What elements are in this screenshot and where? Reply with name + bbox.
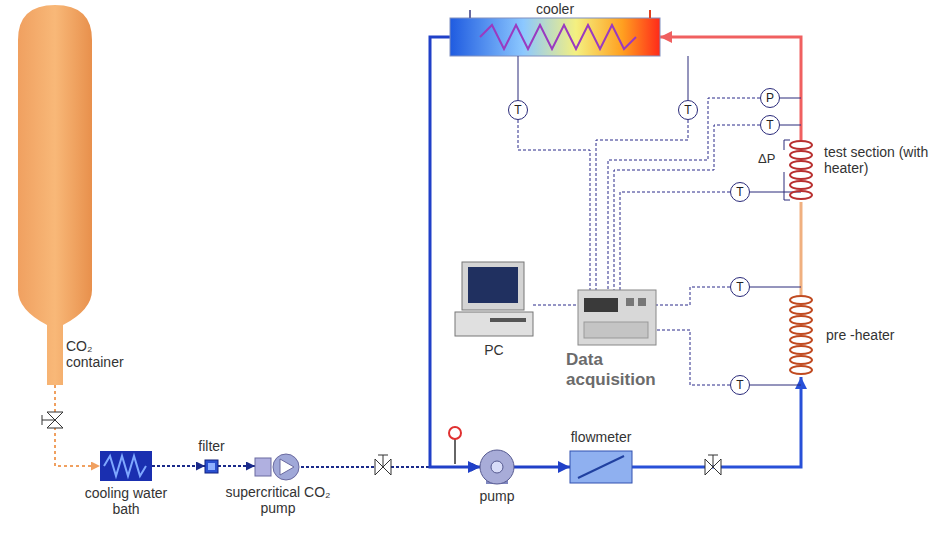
temperature-sensor: T [678, 100, 698, 120]
component-label: pre -heater [826, 327, 926, 343]
component-label: cooling water bath [76, 485, 176, 517]
sensor-letter: P [761, 89, 779, 107]
signal-line [656, 330, 730, 385]
co2-container: CO₂ container [18, 5, 148, 385]
signal-line [608, 98, 760, 290]
temperature-sensor: T [730, 375, 750, 395]
component-label: PC [479, 342, 509, 358]
flowmeter: flowmeter [570, 451, 632, 483]
component-label: CO₂ container [66, 338, 141, 370]
data-acquisition: Data acquisition [578, 290, 656, 345]
sensor-letter: T [509, 101, 527, 119]
gas-bottle [18, 5, 92, 385]
cooling-water-bath: cooling water bath [100, 451, 152, 481]
sensor-letter: T [731, 183, 749, 201]
pressure-sensor: P [760, 88, 780, 108]
heater-coils [790, 141, 812, 374]
component-label: supercritical CO₂ pump [213, 484, 343, 516]
signal-line [533, 305, 578, 306]
sensor-letter: T [731, 376, 749, 394]
signal-line [596, 120, 688, 290]
label-holder: ΔP [758, 151, 775, 167]
cooling-bath [100, 451, 152, 481]
signal-line [620, 192, 730, 290]
temperature-sensor: T [730, 182, 750, 202]
filter: filter [205, 460, 218, 473]
pump: pump [480, 450, 514, 484]
pipe-line [660, 37, 801, 140]
sensor-letter: T [679, 101, 697, 119]
filter-symbol [205, 460, 218, 473]
sensor-stub [518, 56, 801, 385]
co2-pump: supercritical CO₂ pump [255, 454, 301, 480]
thermometer-symbol [449, 427, 461, 464]
temperature-sensor: T [730, 277, 750, 297]
component-label: cooler [525, 1, 585, 17]
temperature-sensor: T [508, 100, 528, 120]
pipe-line [514, 466, 570, 469]
signal-line [656, 287, 730, 305]
pipe-line [430, 37, 480, 467]
flowmeter-symbol [570, 451, 632, 483]
sensor-letter: T [761, 116, 779, 134]
measurement-label: ΔP [758, 151, 775, 167]
signal-line [518, 120, 590, 290]
component-label: Data acquisition [566, 350, 676, 390]
signal-line [218, 465, 255, 467]
pipe-line [800, 202, 803, 295]
pc-symbol [455, 262, 533, 336]
valve-symbol [375, 455, 391, 475]
pre-heater: pre -heater [790, 295, 812, 377]
pump-symbol [480, 450, 514, 484]
valve-symbol [705, 455, 721, 475]
signal-line [55, 385, 100, 466]
cooler-unit: cooler [450, 18, 660, 56]
sensor-letter: T [731, 278, 749, 296]
test-section: test section (with heater) [790, 140, 812, 202]
co2-pump-symbol [255, 454, 299, 480]
component-label: test section (with heater) [824, 144, 939, 176]
temperature-sensor: T [760, 115, 780, 135]
valve-symbol [42, 412, 63, 428]
pipe-line [632, 377, 801, 467]
daq-symbol [578, 290, 656, 345]
component-label: filter [194, 438, 229, 454]
signal-line [152, 465, 205, 467]
pc: PC [455, 262, 533, 338]
signal-line [614, 125, 760, 290]
component-label: flowmeter [566, 429, 636, 445]
component-label: pump [472, 488, 522, 504]
